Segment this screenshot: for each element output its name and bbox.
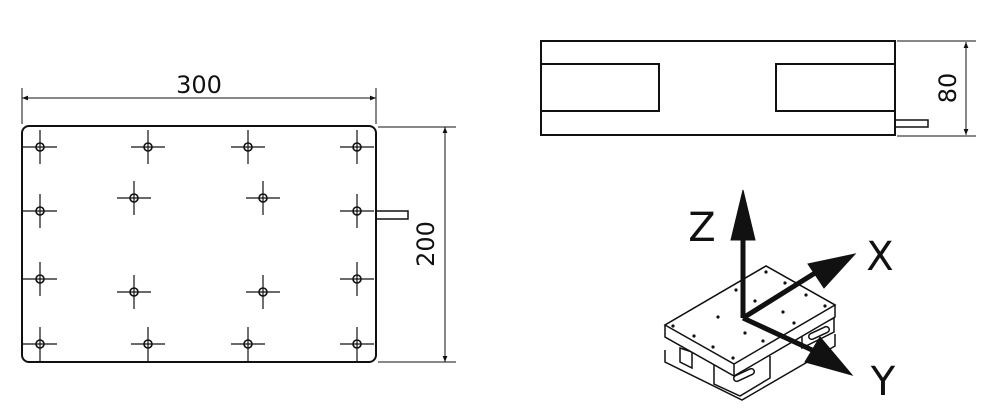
top-view bbox=[21, 88, 456, 363]
hole-marker bbox=[23, 327, 57, 361]
height-dimension-label: 200 bbox=[412, 221, 440, 267]
hole-marker bbox=[23, 130, 57, 164]
lower-plate-edge bbox=[664, 334, 836, 401]
slot-hole bbox=[732, 367, 756, 383]
hole-marker bbox=[231, 130, 265, 164]
x-axis-arrow bbox=[741, 270, 817, 321]
hole-marker bbox=[131, 327, 165, 361]
hole-marker bbox=[117, 275, 151, 309]
isometric-view bbox=[663, 265, 837, 401]
mounting-holes bbox=[23, 130, 374, 361]
hole-marker bbox=[246, 181, 280, 215]
hole-marker bbox=[246, 275, 280, 309]
y-axis-label: Y bbox=[870, 359, 896, 405]
plate-holes bbox=[671, 270, 827, 360]
side-tab bbox=[894, 119, 929, 128]
side-tab bbox=[375, 210, 409, 220]
hole-marker bbox=[340, 262, 374, 296]
z-axis-label: Z bbox=[688, 205, 715, 251]
hole-marker bbox=[131, 130, 165, 164]
thickness-dimension-label: 80 bbox=[934, 73, 962, 104]
x-arrowhead-icon bbox=[807, 253, 857, 289]
width-dimension-label: 300 bbox=[176, 71, 222, 99]
hole-marker bbox=[340, 327, 374, 361]
y-arrowhead-icon bbox=[804, 336, 854, 376]
slot-hole bbox=[807, 325, 831, 341]
slot-right bbox=[775, 63, 895, 112]
hole-marker bbox=[231, 327, 265, 361]
y-axis-arrow bbox=[741, 315, 814, 353]
hole-marker bbox=[117, 181, 151, 215]
hole-marker bbox=[23, 262, 57, 296]
coordinate-axes bbox=[730, 189, 857, 376]
side-view bbox=[540, 40, 976, 137]
plate-outline bbox=[21, 125, 377, 363]
z-arrowhead-icon bbox=[730, 189, 756, 241]
lower-slot-front bbox=[713, 356, 771, 397]
side-outline bbox=[540, 40, 896, 136]
hole-marker bbox=[23, 194, 57, 228]
x-axis-label: X bbox=[866, 234, 893, 280]
hole-marker bbox=[340, 130, 374, 164]
slot-left bbox=[541, 63, 660, 112]
hole-marker bbox=[340, 194, 374, 228]
